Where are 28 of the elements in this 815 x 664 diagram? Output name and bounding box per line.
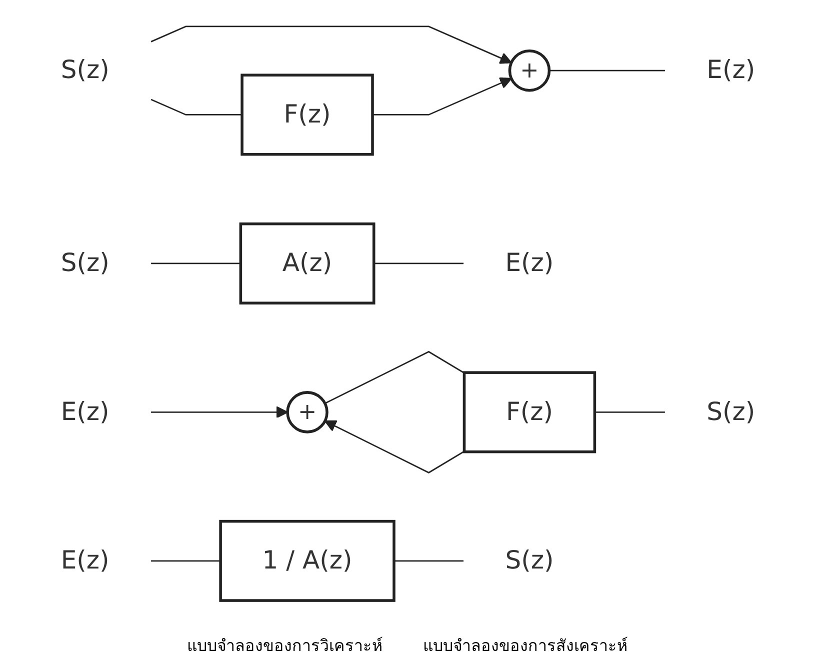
connector xyxy=(324,350,464,404)
node-box: F(z) xyxy=(240,74,374,156)
connector xyxy=(150,98,242,116)
caption-text: แบบจำลองของการวิเคราะห์ xyxy=(187,635,383,657)
caption-text: แบบจำลองของการสังเคราะห์ xyxy=(423,635,628,657)
connector xyxy=(394,560,463,562)
node-text: S(z) xyxy=(60,248,109,278)
arrow xyxy=(150,406,288,418)
node-text: E(z) xyxy=(60,546,109,576)
connector xyxy=(150,560,220,562)
node-text: S(z) xyxy=(504,546,554,576)
node-circle: + xyxy=(508,49,550,92)
node-box: A(z) xyxy=(238,222,375,304)
connector xyxy=(373,262,464,264)
node-box: 1 / A(z) xyxy=(218,520,395,602)
arrow xyxy=(372,77,512,116)
arrow xyxy=(324,420,464,474)
connector xyxy=(548,70,664,72)
node-text: S(z) xyxy=(60,56,109,86)
node-circle: + xyxy=(286,391,328,434)
connector xyxy=(150,262,240,264)
node-text: E(z) xyxy=(504,248,554,278)
arrow xyxy=(150,26,512,64)
node-text: S(z) xyxy=(706,398,755,427)
node-box: F(z) xyxy=(462,371,596,454)
node-text: E(z) xyxy=(706,56,755,86)
connector xyxy=(594,412,664,413)
node-text: E(z) xyxy=(60,398,109,427)
